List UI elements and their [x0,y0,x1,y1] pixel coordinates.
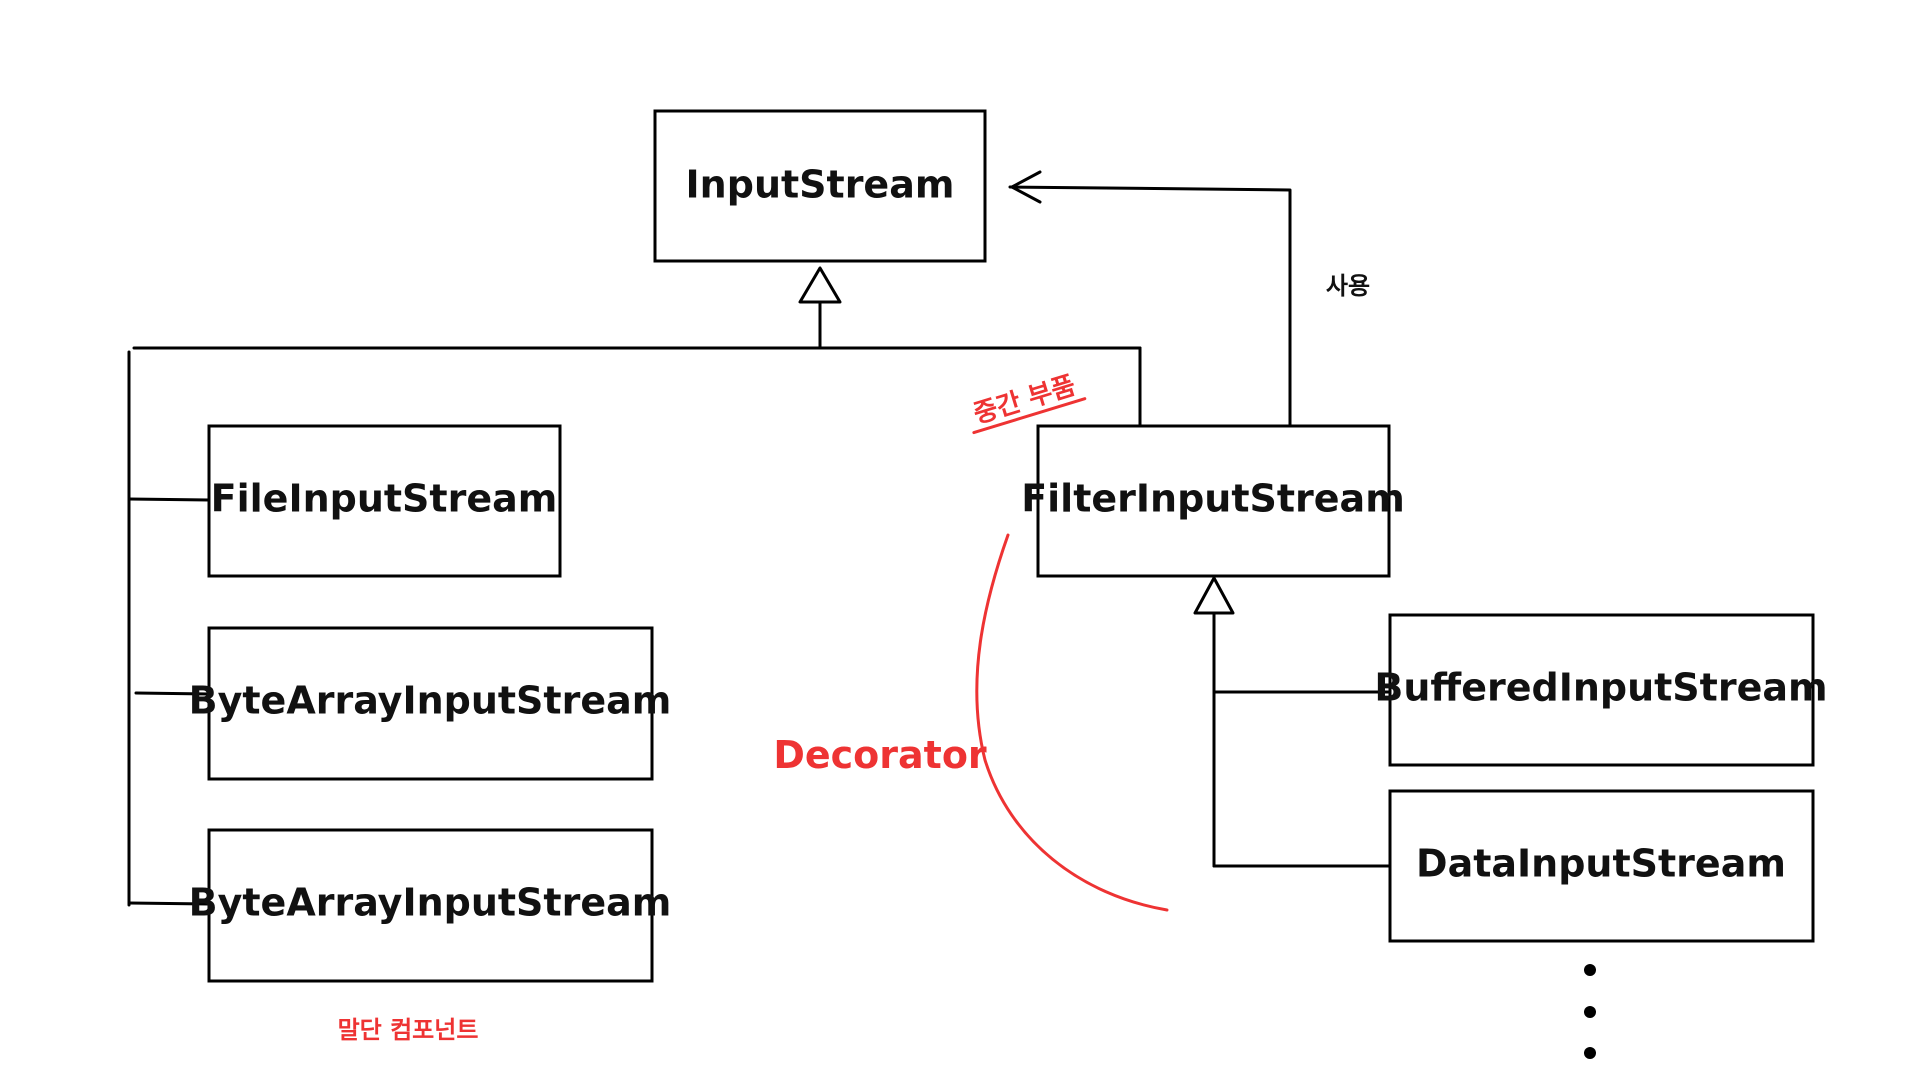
continuation-dots [1584,964,1596,1059]
box-byte-array-input-stream-2-label: ByteArrayInputStream [189,881,672,925]
intermediate-component-annotation: 중간 부품 [970,371,1087,435]
intermediate-component-underline [972,397,1087,435]
uses-arrow-head [1010,170,1042,204]
box-filter-input-stream-label: FilterInputStream [1021,477,1405,521]
box-buffered-input-stream: BufferedInputStream [1374,613,1828,767]
decorator-curve [975,533,1169,912]
uses-arrow-line [1008,185,1292,428]
ellipsis-dot [1584,1047,1596,1059]
terminal-component-label: 말단 컴포넌트 [338,1016,479,1044]
intermediate-component-label: 중간 부품 [970,371,1079,430]
inputstream-inheritance-triangle [798,266,842,304]
box-buffered-input-stream-label: BufferedInputStream [1374,666,1827,710]
box-input-stream: InputStream [653,109,987,263]
ellipsis-dot [1584,1006,1596,1018]
box-byte-array-input-stream-1-label: ByteArrayInputStream [189,679,672,723]
box-filter-input-stream: FilterInputStream [1021,424,1405,578]
box-input-stream-label: InputStream [686,163,955,207]
connectors [127,170,1392,907]
uses-label: 사용 [1326,272,1370,300]
box-file-input-stream-label: FileInputStream [211,477,558,521]
box-byte-array-input-stream-2: ByteArrayInputStream [189,828,672,983]
branch-byte-array-2 [127,901,211,906]
box-file-input-stream: FileInputStream [207,424,562,578]
ellipsis-dot [1584,964,1596,976]
branch-file-input-stream [127,497,211,502]
box-data-input-stream: DataInputStream [1388,789,1815,943]
box-data-input-stream-label: DataInputStream [1416,842,1786,886]
decorator-label: Decorator [773,733,987,777]
box-byte-array-input-stream-1: ByteArrayInputStream [189,626,672,781]
branch-byte-array-1 [134,691,211,696]
filter-inheritance-triangle [1193,576,1235,615]
